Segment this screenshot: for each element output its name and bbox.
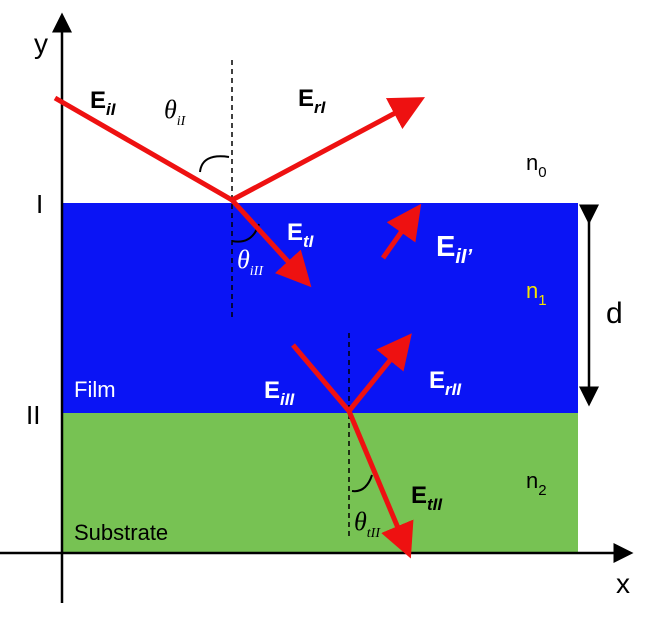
ray-reflected-ii <box>347 333 412 413</box>
field-label-internal-up: EiI’ <box>436 231 472 268</box>
index-n0-label: n0 <box>526 150 547 181</box>
field-label-transmitted-i: EtI <box>287 219 315 251</box>
ray-transmitted-ii <box>346 410 414 559</box>
index-n2-label: n2 <box>526 468 547 499</box>
film-label: Film <box>74 377 116 402</box>
index-n1-label: n1 <box>526 278 547 309</box>
substrate-layer <box>62 413 578 553</box>
angle-label-incident-i: θiI <box>164 95 187 129</box>
ray-reflected-i <box>230 97 426 203</box>
angle-arc-incident-i <box>199 155 230 173</box>
film-layer <box>62 203 578 413</box>
angle-arc-transmitted-ii <box>351 474 373 493</box>
ray-incident-ii <box>291 343 351 413</box>
angle-label-transmitted-ii: θtII <box>354 507 381 541</box>
field-label-incident-ii: EiII <box>264 377 295 409</box>
substrate-label: Substrate <box>74 520 168 545</box>
field-label-transmitted-ii: EtII <box>411 482 443 514</box>
interface-ii-label: II <box>26 400 40 430</box>
y-axis-label: y <box>34 28 48 59</box>
field-label-reflected-i: ErI <box>298 85 327 117</box>
x-axis-label: x <box>616 568 630 599</box>
ray-internal-up <box>380 203 422 260</box>
field-label-incident-i: EiI <box>90 87 117 119</box>
angle-label-transmitted-i: θiII <box>237 245 264 279</box>
ray-transmitted-i <box>230 198 312 288</box>
interface-i-label: I <box>36 189 43 219</box>
field-label-reflected-ii: ErII <box>429 367 462 399</box>
thickness-label: d <box>606 297 623 330</box>
ray-incident-i <box>53 95 234 203</box>
